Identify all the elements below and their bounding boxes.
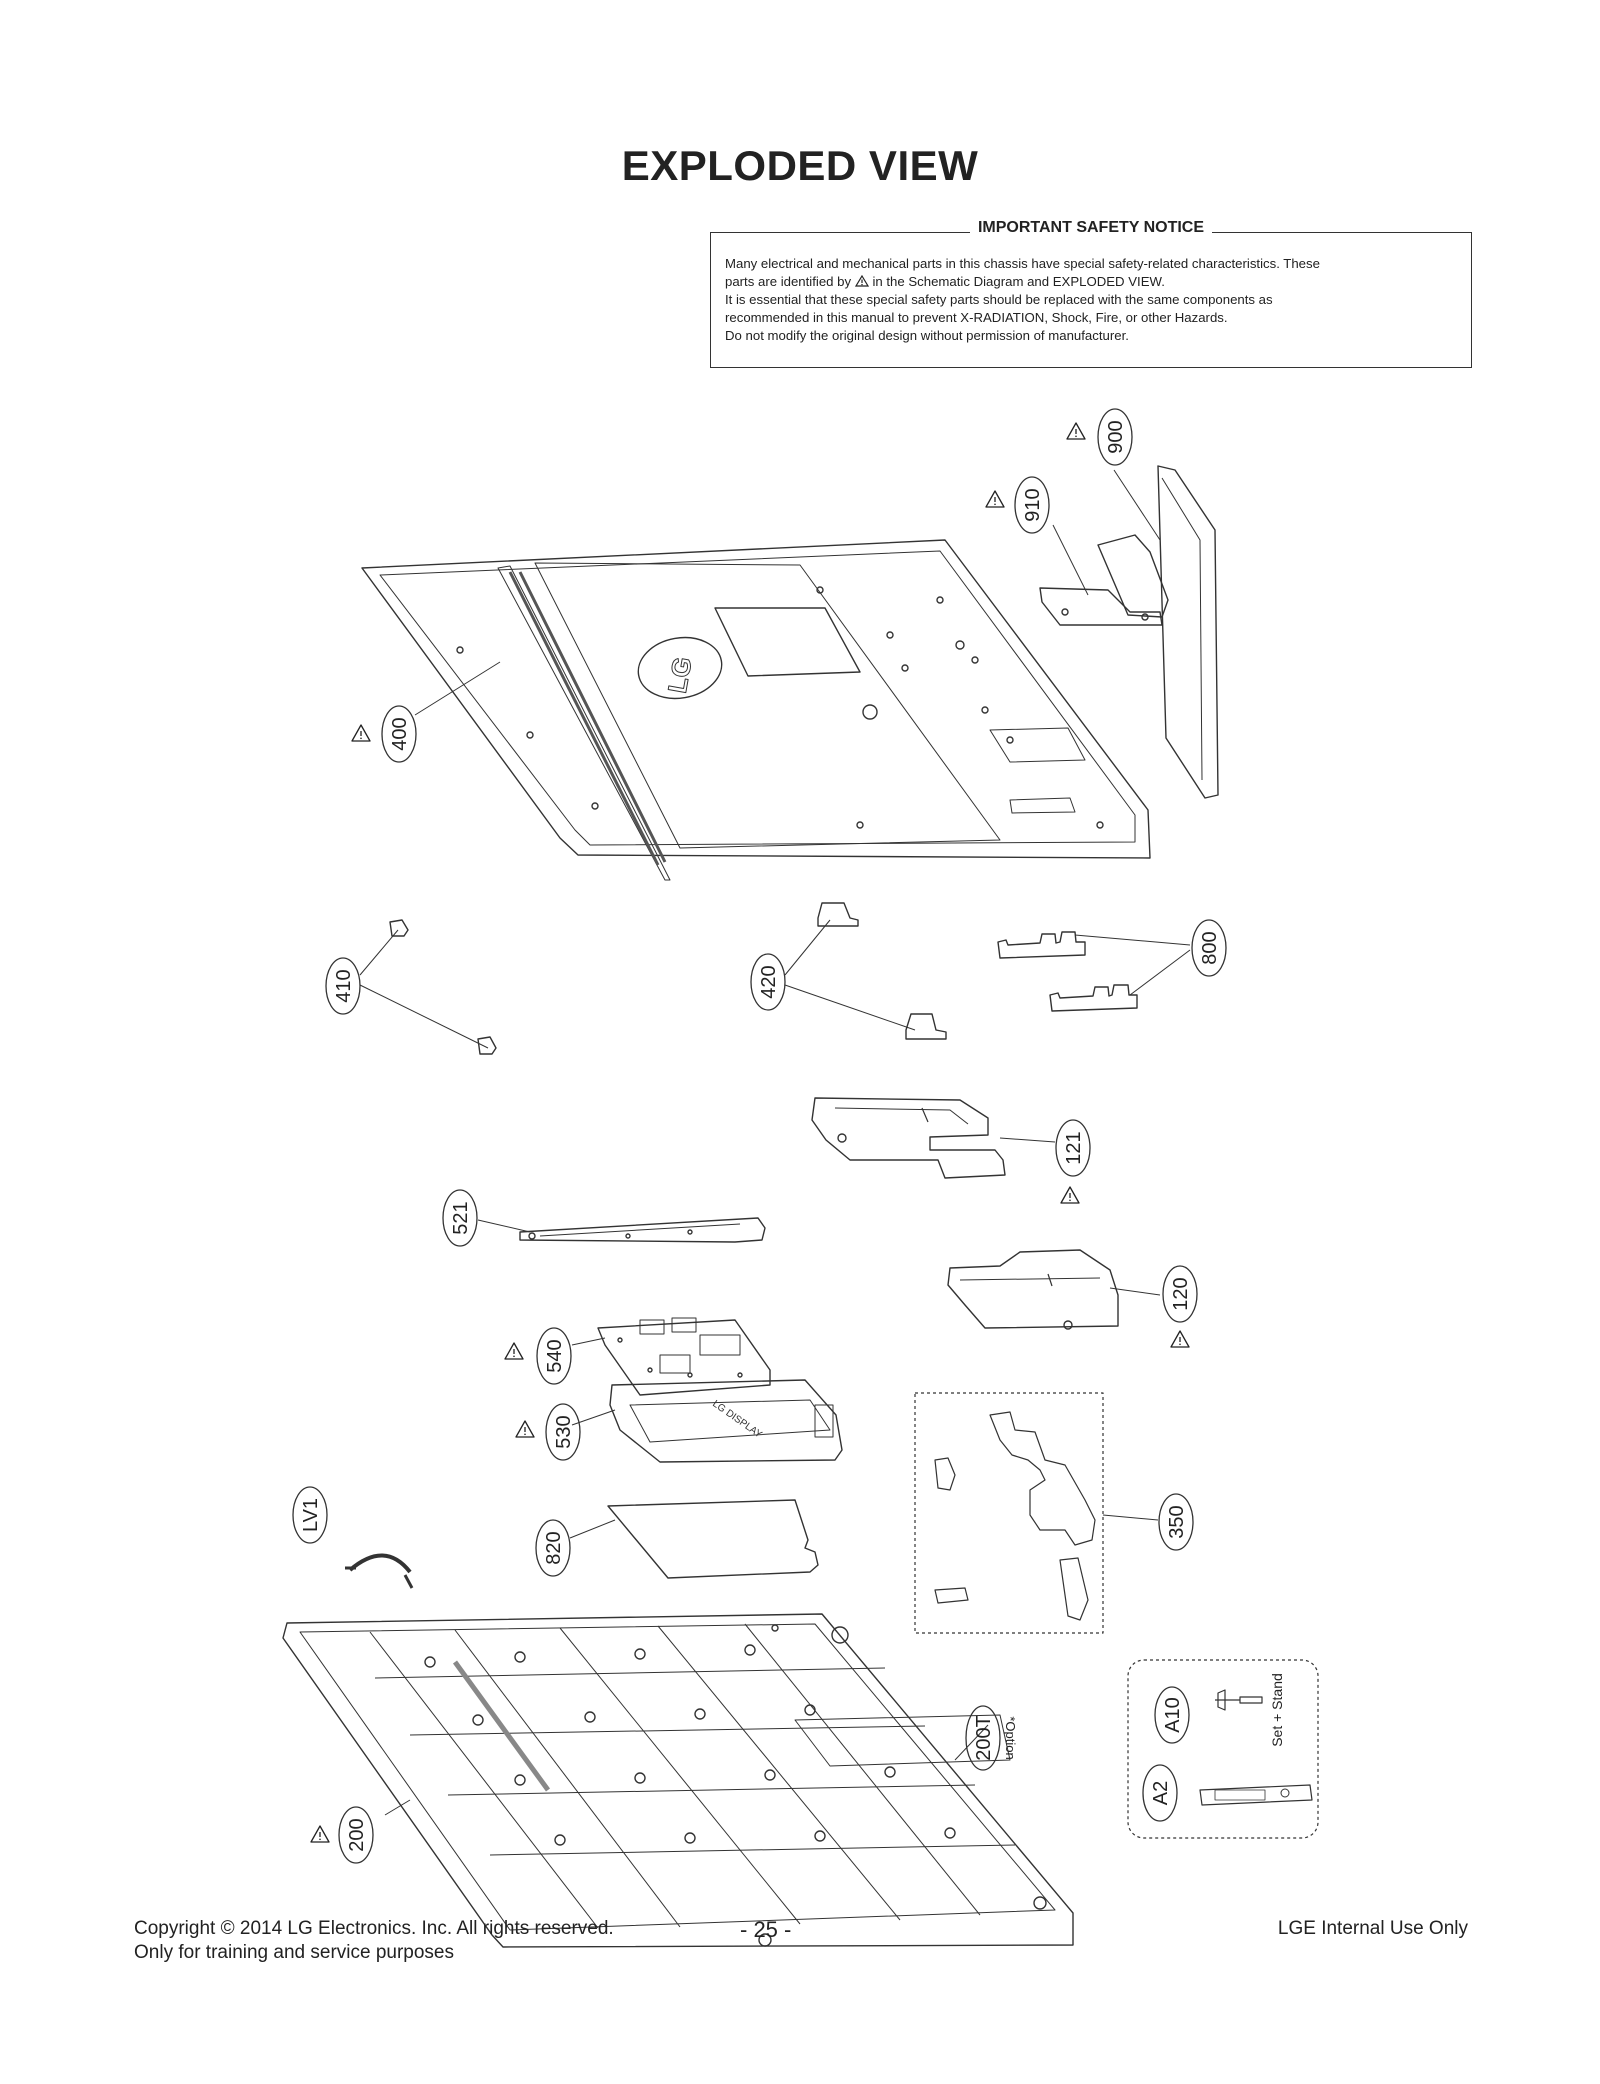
svg-text:521: 521 bbox=[450, 1201, 472, 1234]
warning-icon-200 bbox=[310, 1825, 330, 1843]
notice-line-4: recommended in this manual to prevent X-… bbox=[725, 310, 1228, 325]
part-820-sheet bbox=[607, 1499, 819, 1579]
svg-text:LG: LG bbox=[662, 655, 698, 696]
svg-text:350: 350 bbox=[1166, 1505, 1188, 1538]
part-530-power-board: LG DISPLAY bbox=[609, 1379, 843, 1463]
callout-200: 200 bbox=[338, 1806, 374, 1864]
notice-line-1: Many electrical and mechanical parts in … bbox=[725, 256, 1320, 271]
accessories-group bbox=[1127, 1659, 1319, 1839]
svg-text:LG DISPLAY: LG DISPLAY bbox=[710, 1398, 764, 1440]
part-540-main-board bbox=[597, 1317, 771, 1396]
callout-420: 420 bbox=[750, 953, 786, 1011]
safety-notice-box: IMPORTANT SAFETY NOTICE Many electrical … bbox=[710, 219, 1472, 368]
safety-notice-body: Many electrical and mechanical parts in … bbox=[725, 255, 1457, 345]
callout-A2: A2 bbox=[1142, 1764, 1178, 1822]
svg-text:530: 530 bbox=[553, 1415, 575, 1448]
callout-350: 350 bbox=[1158, 1493, 1194, 1551]
bracket-410-part bbox=[389, 919, 497, 1055]
callout-910: 910 bbox=[1014, 476, 1050, 534]
svg-text:400: 400 bbox=[389, 717, 411, 750]
notice-line-2b: in the Schematic Diagram and EXPLODED VI… bbox=[872, 274, 1165, 289]
svg-text:121: 121 bbox=[1063, 1131, 1085, 1164]
warning-icon-910 bbox=[985, 490, 1005, 508]
safety-notice-title: IMPORTANT SAFETY NOTICE bbox=[969, 219, 1213, 236]
callout-400: 400 bbox=[381, 705, 417, 763]
svg-text:200T: 200T bbox=[973, 1715, 995, 1761]
callout-A10: A10 bbox=[1154, 1686, 1190, 1744]
footer-training: Only for training and service purposes bbox=[134, 1942, 454, 1963]
svg-text:820: 820 bbox=[543, 1531, 565, 1564]
bracket-800-part bbox=[997, 931, 1138, 1012]
notice-line-2a: parts are identified by bbox=[725, 274, 852, 289]
part-121 bbox=[811, 1097, 1006, 1179]
callout-121: 121 bbox=[1055, 1119, 1091, 1177]
warning-icon-120 bbox=[1170, 1330, 1190, 1348]
notice-line-3: It is essential that these special safet… bbox=[725, 292, 1273, 307]
svg-text:200: 200 bbox=[346, 1818, 368, 1851]
part-200-display-module bbox=[282, 1613, 1074, 1948]
callout-410: 410 bbox=[325, 957, 361, 1015]
callout-800: 800 bbox=[1191, 919, 1227, 977]
part-521 bbox=[519, 1217, 766, 1243]
svg-text:A10: A10 bbox=[1162, 1697, 1184, 1733]
warning-icon-400 bbox=[351, 724, 371, 742]
footer-left: Copyright © 2014 LG Electronics. Inc. Al… bbox=[134, 1917, 614, 1965]
leader-lines bbox=[359, 469, 1191, 1816]
svg-text:LV1: LV1 bbox=[300, 1498, 322, 1532]
back-cover-part: LG bbox=[361, 539, 1151, 881]
svg-text:800: 800 bbox=[1199, 931, 1221, 964]
warning-icon-121 bbox=[1060, 1186, 1080, 1204]
part-350-group bbox=[914, 1392, 1104, 1634]
callout-540: 540 bbox=[536, 1327, 572, 1385]
callout-120: 120 bbox=[1162, 1265, 1198, 1323]
warning-icon-900 bbox=[1066, 422, 1086, 440]
footer-copyright: Copyright © 2014 LG Electronics. Inc. Al… bbox=[134, 1918, 614, 1939]
footer-page-number: - 25 - bbox=[740, 1917, 792, 1942]
option-note: *Option bbox=[1003, 1716, 1018, 1759]
callout-200T: 200T bbox=[965, 1705, 1001, 1771]
svg-text:410: 410 bbox=[333, 969, 355, 1002]
notice-line-5: Do not modify the original design withou… bbox=[725, 328, 1129, 343]
callout-521: 521 bbox=[442, 1189, 478, 1247]
callout-820: 820 bbox=[535, 1519, 571, 1577]
svg-text:540: 540 bbox=[544, 1339, 566, 1372]
callout-LV1: LV1 bbox=[292, 1486, 328, 1544]
stand-part bbox=[1039, 465, 1219, 799]
warning-icon-530 bbox=[515, 1420, 535, 1438]
warning-icon-540 bbox=[504, 1342, 524, 1360]
svg-text:910: 910 bbox=[1022, 488, 1044, 521]
bracket-420-part bbox=[817, 902, 947, 1040]
part-120 bbox=[947, 1249, 1119, 1330]
svg-text:120: 120 bbox=[1170, 1277, 1192, 1310]
warning-triangle-icon bbox=[854, 275, 869, 287]
footer-internal: LGE Internal Use Only bbox=[1277, 1918, 1468, 1939]
page-title: EXPLODED VIEW bbox=[621, 142, 979, 189]
part-LV1-cable bbox=[345, 1553, 414, 1589]
set-stand-note: Set + Stand bbox=[1269, 1673, 1285, 1747]
callout-900: 900 bbox=[1097, 408, 1133, 466]
svg-text:420: 420 bbox=[758, 965, 780, 998]
svg-text:900: 900 bbox=[1105, 420, 1127, 453]
svg-text:A2: A2 bbox=[1150, 1781, 1172, 1805]
callout-530: 530 bbox=[545, 1403, 581, 1461]
